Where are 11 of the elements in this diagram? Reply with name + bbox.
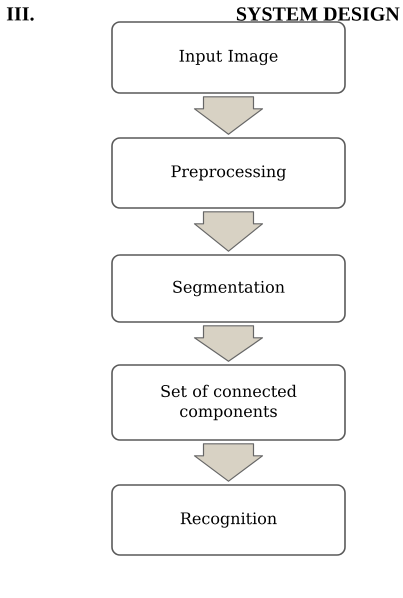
heading: SYSTEM DESIGN <box>236 7 400 21</box>
block-arrow <box>194 96 264 135</box>
block-arrow <box>194 211 264 252</box>
process-box: Preprocessing <box>111 137 346 209</box>
process-box: Input Image <box>111 21 346 94</box>
block-arrow <box>194 325 264 362</box>
process-box: Segmentation <box>111 254 346 323</box>
block-arrow <box>194 443 264 482</box>
section-number: III. <box>6 7 34 21</box>
process-box: Set of connected components <box>111 364 346 441</box>
process-box: Recognition <box>111 484 346 556</box>
